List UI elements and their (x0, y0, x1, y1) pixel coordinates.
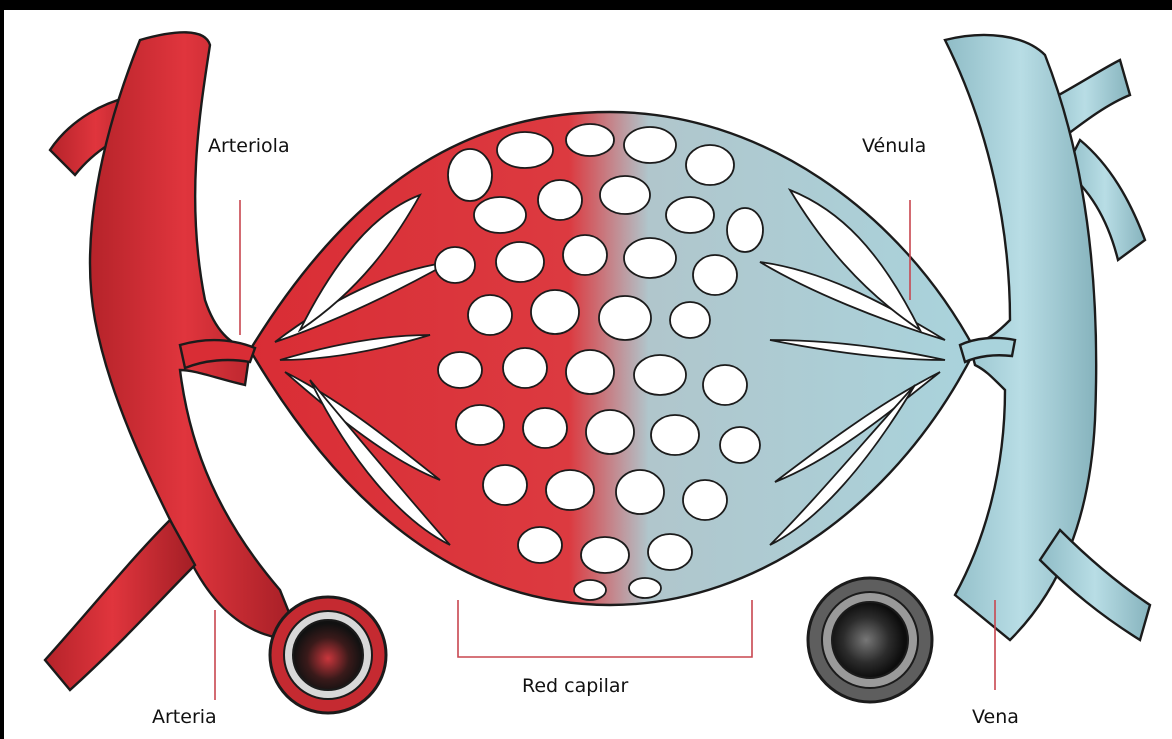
label-red-capilar: Red capilar (522, 675, 628, 697)
frame-top (0, 0, 1172, 10)
red-capilar-bracket (458, 600, 752, 657)
label-arteria: Arteria (152, 706, 217, 728)
capillary-network (250, 112, 975, 605)
label-arteriola: Arteriola (208, 135, 290, 157)
label-venula: Vénula (862, 135, 926, 157)
frame-left (0, 0, 4, 739)
label-vena: Vena (972, 706, 1019, 728)
